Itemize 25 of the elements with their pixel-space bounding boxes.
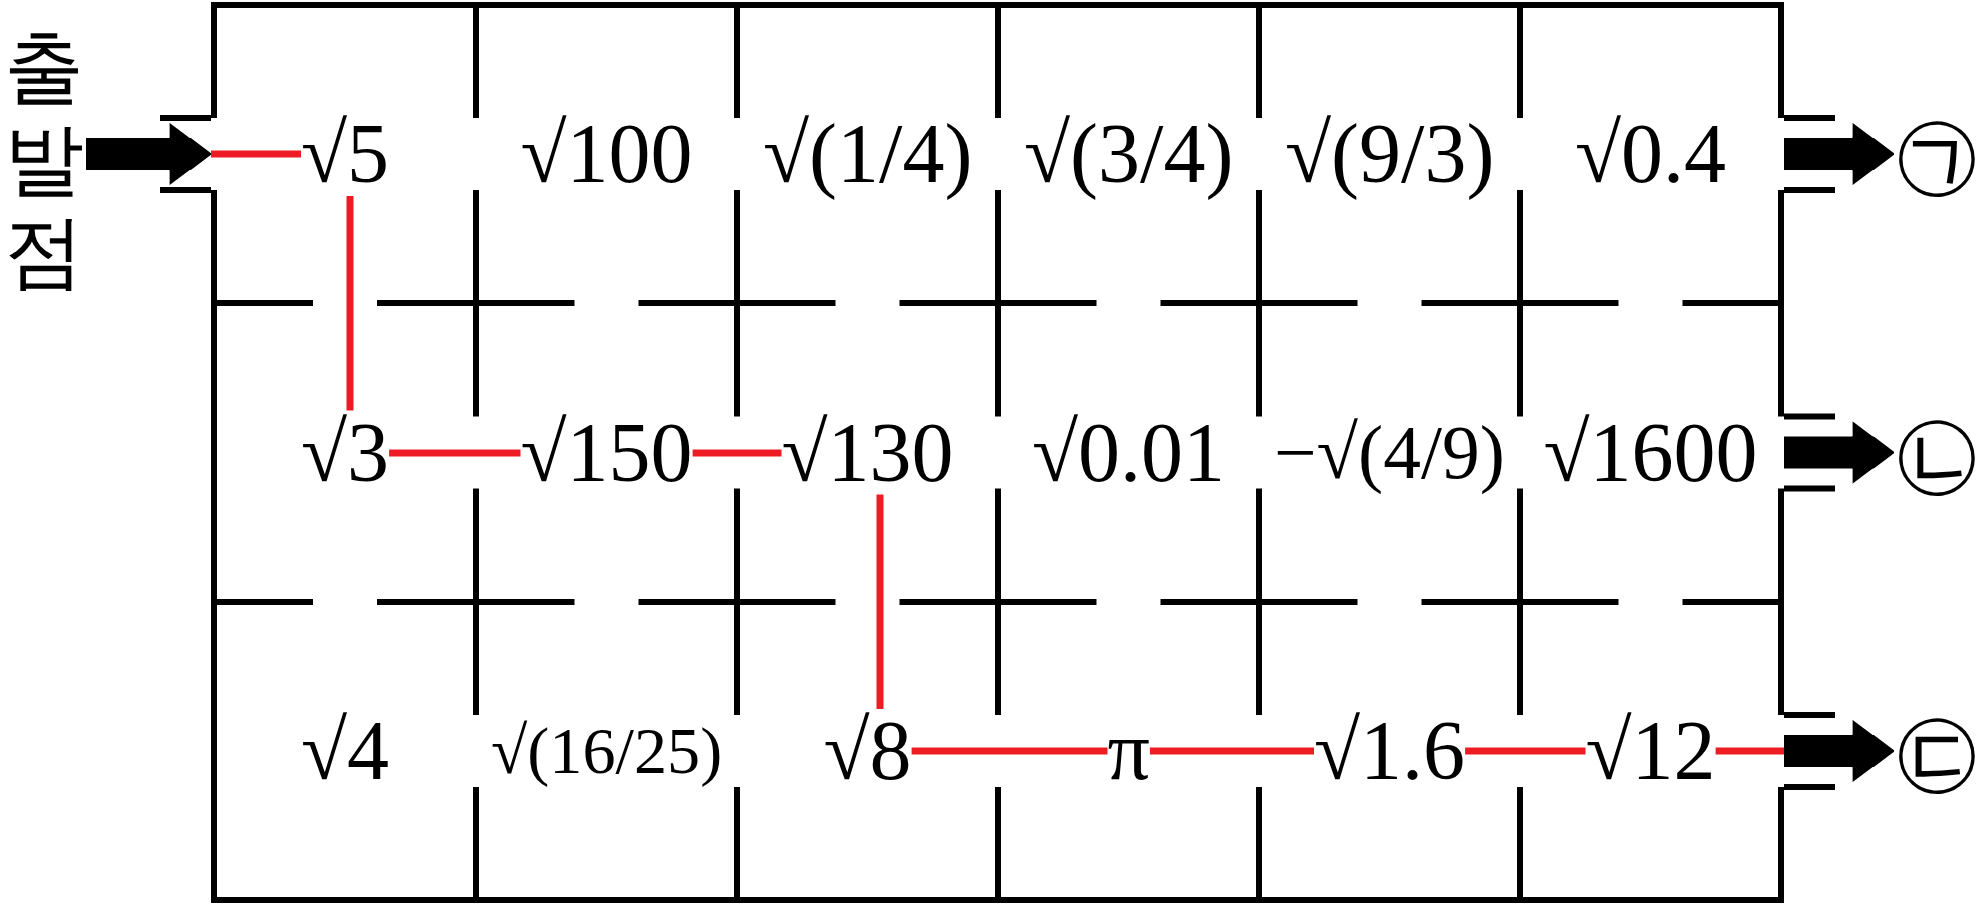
math-expression: √8 (823, 709, 912, 793)
arrow (86, 122, 211, 186)
arrow (1784, 421, 1894, 484)
route-line (692, 449, 782, 457)
maze (211, 2, 1784, 903)
math-expression: √100 (520, 112, 693, 196)
circled-letter: ㉢ (1894, 708, 1980, 794)
math-expression: π (1107, 709, 1150, 793)
math-expression: √5 (301, 112, 390, 196)
math-expression: √3 (301, 410, 390, 495)
math-expression: √12 (1585, 709, 1716, 793)
circled-letter: ㉠ (1894, 111, 1980, 197)
math-expression: √1600 (1543, 410, 1758, 495)
math-expression: √(16/25) (491, 718, 723, 785)
start-label: 출발점 (2, 22, 86, 298)
math-expression: √0.4 (1575, 112, 1727, 196)
math-expression: √1.6 (1314, 709, 1466, 793)
math-expression: √0.01 (1032, 410, 1226, 495)
math-expression: √4 (301, 709, 390, 793)
math-expression: √130 (781, 410, 954, 495)
arrow (1784, 719, 1894, 783)
circled-letter: ㉡ (1894, 409, 1980, 496)
route-line (911, 747, 1108, 755)
math-expression: √150 (520, 410, 693, 495)
arrow (1784, 122, 1894, 186)
